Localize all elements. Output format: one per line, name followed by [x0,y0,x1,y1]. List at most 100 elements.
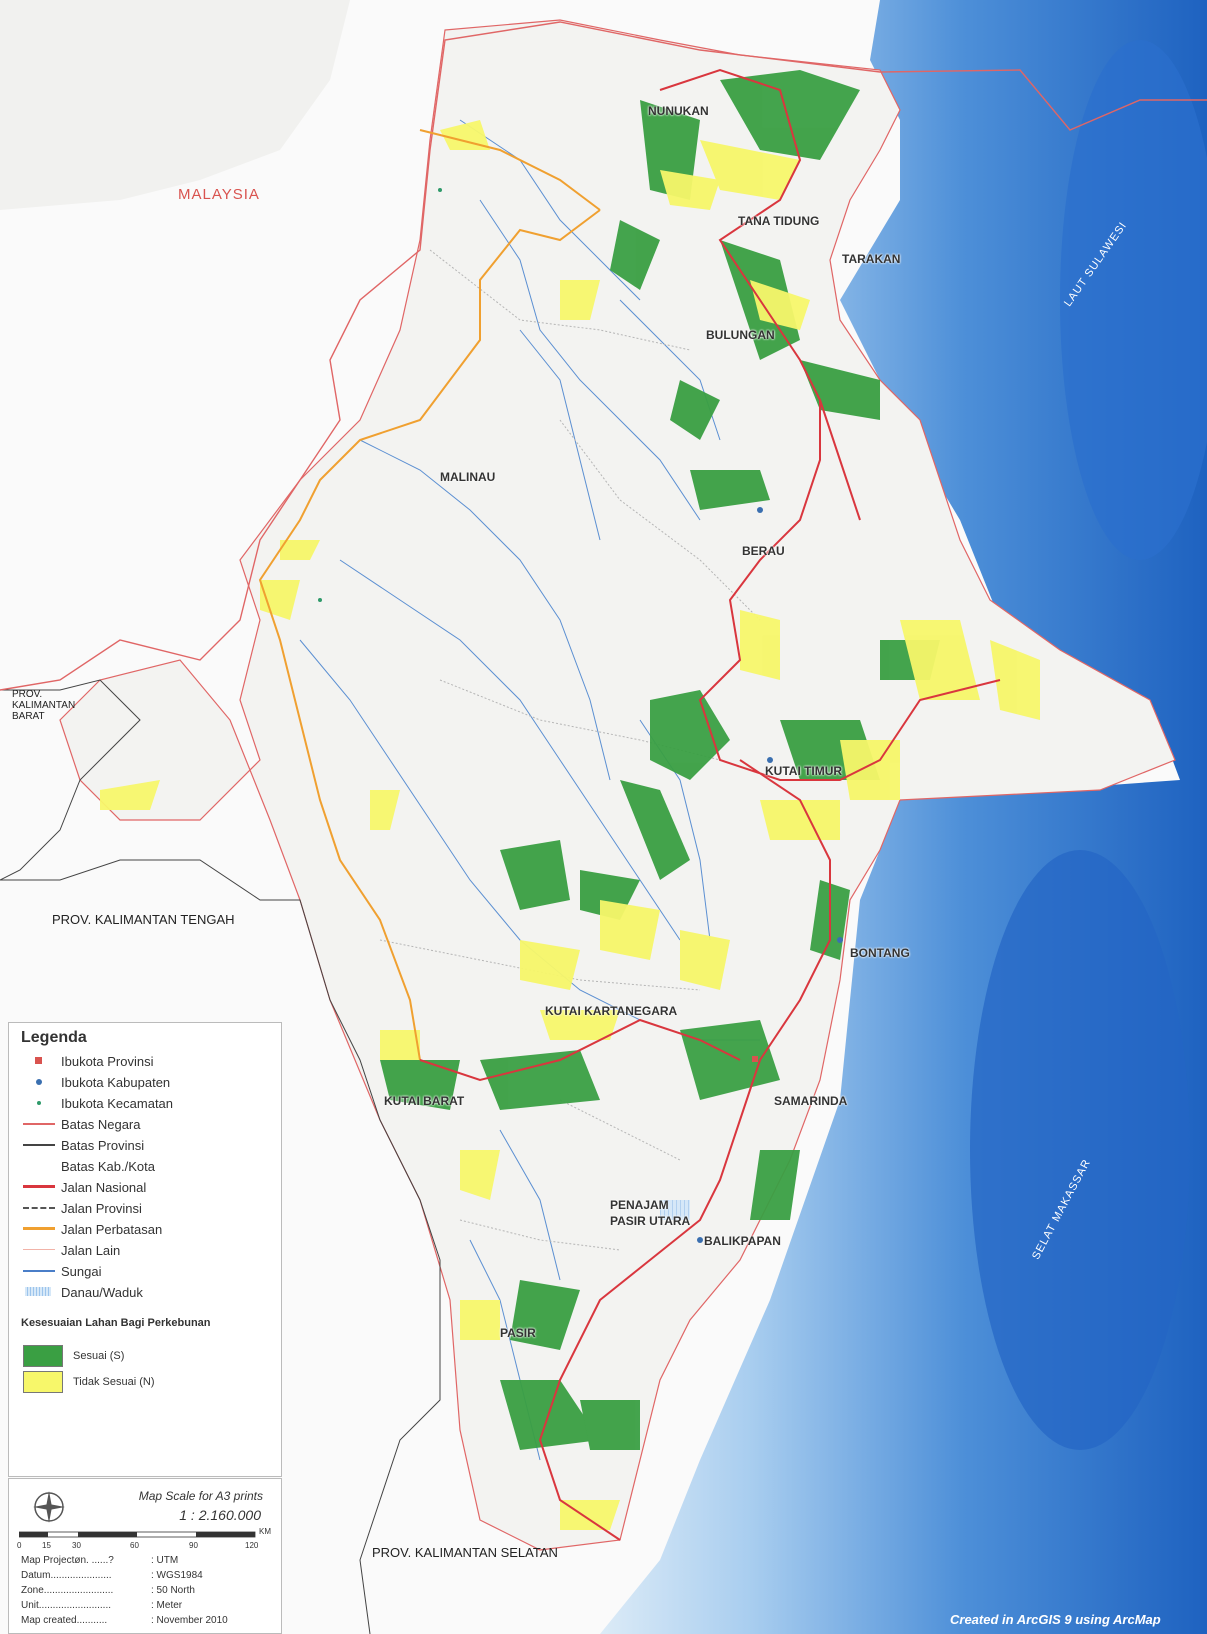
legend-item-label: Danau/Waduk [61,1284,143,1300]
legend-class-unsuitable: Tidak Sesuai (N) [23,1371,155,1393]
legend-item-label: Jalan Lain [61,1242,121,1258]
scale-title: Map Scale for A3 prints [138,1489,263,1503]
legend-item: Ibukota Kabupaten [17,1072,170,1092]
legend-class-unsuitable-label: Tidak Sesuai (N) [73,1376,155,1388]
metadata-value: : November 2010 [151,1615,228,1626]
scale-tick-90: 90 [189,1541,198,1550]
legend-item-label: Batas Kab./Kota [61,1158,155,1174]
label-malaysia: MALAYSIA [178,186,260,203]
label-berau: BERAU [742,544,785,558]
legend-symbol-icon [17,1282,61,1302]
legend-item-label: Jalan Nasional [61,1179,147,1195]
label-bontang: BONTANG [850,946,910,960]
label-penajam: PENAJAM [610,1198,669,1212]
label-nunukan: NUNUKAN [648,104,709,118]
scale-tick-120: 120 [245,1541,259,1550]
metadata-row: Unit.......................... : Meter [21,1600,182,1611]
city-markers [318,188,843,1243]
legend-item-label: Ibukota Provinsi [61,1053,154,1069]
deep-sea-north [1060,40,1207,560]
legend-item-label: Sungai [61,1263,102,1279]
deep-sea-south [970,850,1190,1450]
legend-class-suitable: Sesuai (S) [23,1345,124,1367]
metadata-value: : UTM [151,1555,179,1566]
metadata-key: Map created........... [21,1615,108,1626]
label-prov-kalbar-line3: BARAT [12,711,45,722]
scale-panel: Map Scale for A3 prints 1 : 2.160.000 0 … [8,1478,282,1634]
legend-symbol-icon [17,1051,61,1071]
scale-ratio: 1 : 2.160.000 [179,1507,261,1523]
metadata-row: Datum...................... : WGS1984 [21,1570,203,1581]
label-kutai-timur: KUTAI TIMUR [765,764,843,778]
metadata-key: Unit.......................... [21,1600,112,1611]
legend-item: Danau/Waduk [17,1282,143,1302]
legend-item: Ibukota Kecamatan [17,1093,173,1113]
label-bulungan: BULUNGAN [706,328,775,342]
credit-text: Created in ArcGIS 9 using ArcMap [950,1612,1161,1627]
national-road [419,68,1001,1541]
legend-item: Jalan Nasional [17,1177,146,1197]
label-prov-kalbar: PROV. KALIMANTAN BARAT [12,689,75,722]
legend-item-label: Jalan Perbatasan [61,1221,163,1237]
label-pasir-utara: PASIR UTARA [610,1214,691,1228]
unsuitable-areas [100,120,1040,1530]
scale-tick-0: 0 [17,1541,22,1550]
metadata-row: Map Projectøn. ......? : UTM [21,1555,178,1566]
label-samarinda: SAMARINDA [774,1094,848,1108]
legend-symbol-icon [17,1072,61,1092]
legend-symbol-icon [17,1261,61,1281]
label-tana-tidung: TANA TIDUNG [738,214,820,228]
country-border [0,21,1207,691]
label-prov-kalbar-line1: PROV. [12,689,43,700]
scale-tick-60: 60 [130,1541,139,1550]
metadata-row: Zone......................... : 50 North [21,1585,195,1596]
boundary-kalteng [0,859,441,1634]
metadata-key: Datum...................... [21,1570,112,1581]
legend-item: Jalan Lain [17,1240,120,1260]
scale-tick-30: 30 [72,1541,81,1550]
label-tarakan: TARAKAN [842,252,901,266]
metadata-key: Map Projectøn. ......? [21,1555,114,1566]
label-kutai-kartanegara: KUTAI KARTANEGARA [545,1004,678,1018]
label-prov-kalsel: PROV. KALIMANTAN SELATAN [372,1545,558,1560]
legend-item: Jalan Perbatasan [17,1219,162,1239]
swatch-unsuitable [23,1371,63,1393]
legend-item: Ibukota Provinsi [17,1051,154,1071]
legend-title: Legenda [21,1029,87,1046]
legend-item: Jalan Provinsi [17,1198,142,1218]
boundary-kalbar [0,679,141,881]
legend-symbol-icon [17,1135,61,1155]
label-prov-kalteng: PROV. KALIMANTAN TENGAH [52,912,235,927]
scale-tick-15: 15 [42,1541,51,1550]
label-balikpapan: BALIKPAPAN [704,1234,781,1248]
legend-class-suitable-label: Sesuai (S) [73,1350,125,1362]
metadata-key: Zone......................... [21,1585,114,1596]
suitability-title: Kesesuaian Lahan Bagi Perkebunan [21,1317,211,1329]
legend-item: Sungai [17,1261,101,1281]
legend-item-label: Ibukota Kabupaten [61,1074,171,1090]
scale-bar [19,1531,256,1538]
legend-symbol-icon [17,1114,61,1134]
legend-symbol-icon [17,1093,61,1113]
label-kutai-barat: KUTAI BARAT [384,1094,465,1108]
legend-item-label: Ibukota Kecamatan [61,1095,174,1111]
metadata-value: : WGS1984 [151,1570,203,1581]
label-prov-kalbar-line2: KALIMANTAN [12,700,76,711]
legend-item: Batas Kab./Kota [17,1156,155,1176]
metadata-value: : 50 North [151,1585,195,1596]
legend-symbol-icon [17,1177,61,1197]
legend-item-label: Batas Provinsi [61,1137,145,1153]
suitable-areas [380,70,940,1450]
metadata-value: : Meter [151,1600,183,1611]
label-pasir: PASIR [500,1326,536,1340]
label-malinau: MALINAU [440,470,496,484]
reservoir [660,1200,690,1220]
legend-item-label: Jalan Provinsi [61,1200,142,1216]
legend-symbol-icon [17,1240,61,1260]
legend-item: Batas Provinsi [17,1135,144,1155]
western-landmass [0,0,350,210]
legend-symbol-icon [17,1219,61,1239]
province-land [59,19,1176,1551]
legend-symbol-icon [17,1198,61,1218]
